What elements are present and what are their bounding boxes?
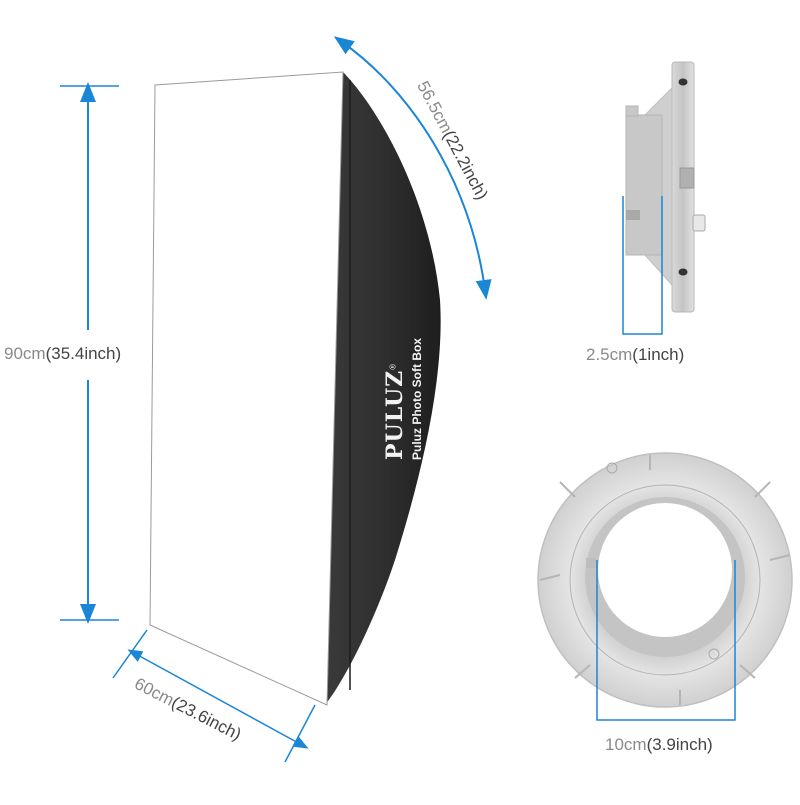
mount-depth-label: 2.5cm(1inch) (586, 345, 684, 365)
height-dimension (60, 82, 119, 624)
product-name: Puluz Photo Soft Box (410, 338, 424, 460)
brand-logo: PULUZ (382, 369, 408, 460)
mount-diameter-imperial: (3.9inch) (646, 735, 713, 754)
mount-depth-metric: 2.5cm (586, 345, 633, 364)
registered-mark: ® (388, 363, 398, 370)
height-label: 90cm(35.4inch) (4, 344, 121, 364)
softbox-front-face (149, 71, 344, 706)
speedring-side-view (622, 61, 706, 335)
width-dimension (112, 629, 316, 763)
mount-diameter-metric: 10cm (605, 735, 647, 754)
speedring-front-view (537, 452, 793, 721)
height-imperial: (35.4inch) (45, 344, 122, 363)
brand-print: PULUZ® Puluz Photo Soft Box (382, 338, 424, 460)
side-arc-dimension (333, 36, 492, 300)
height-metric: 90cm (4, 344, 46, 363)
mount-diameter-label: 10cm(3.9inch) (605, 735, 713, 755)
mount-depth-imperial: (1inch) (632, 345, 685, 364)
